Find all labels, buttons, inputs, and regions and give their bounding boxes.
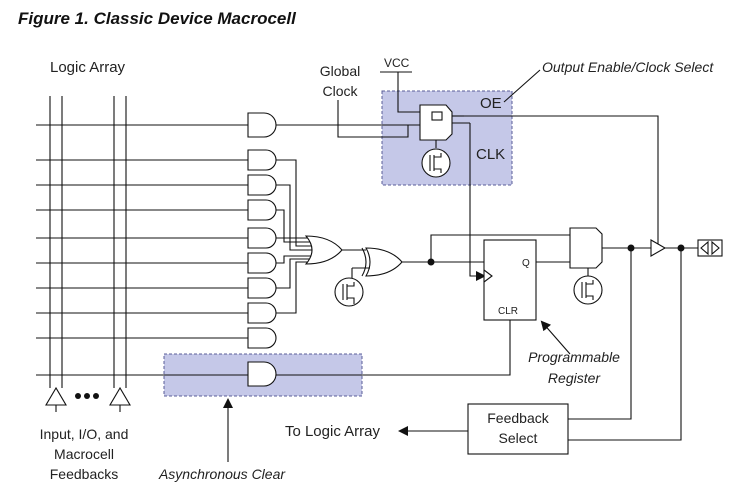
- feedback-select-line1: Feedback: [487, 410, 549, 426]
- register-clr-label: CLR: [498, 306, 518, 317]
- clock-mux: [419, 104, 453, 141]
- product-term-and-gates: [247, 149, 277, 349]
- input-buffer-right: [109, 386, 131, 412]
- output-mux-fuse-icon: [573, 275, 603, 305]
- to-logic-array-label: To Logic Array: [285, 423, 381, 440]
- feedback-select-line2: Select: [499, 430, 538, 446]
- clk-label: CLK: [476, 146, 505, 163]
- programmable-register-label-line2: Register: [548, 370, 601, 386]
- inputs-label-line3: Feedbacks: [50, 466, 118, 482]
- logic-array-label: Logic Array: [50, 59, 126, 76]
- register-q-label: Q: [522, 258, 530, 269]
- ellipsis-dots: [75, 393, 99, 399]
- input-buffer-left: [45, 386, 67, 412]
- output-enable-clock-select-label: Output Enable/Clock Select: [542, 59, 714, 75]
- vcc-label: VCC: [384, 56, 410, 70]
- xor-gate-back-curve: [361, 247, 367, 277]
- global-clock-label-line1: Global: [320, 63, 360, 79]
- output-mux: [569, 227, 603, 269]
- product-term-lines: [36, 124, 248, 376]
- figure-title: Figure 1. Classic Device Macrocell: [18, 9, 297, 28]
- async-clear-and-gate: [247, 361, 277, 387]
- asynchronous-clear-label: Asynchronous Clear: [158, 466, 286, 482]
- logic-array-columns: [49, 96, 127, 388]
- programmable-register-label-line1: Programmable: [528, 349, 620, 365]
- clock-mux-fuse-icon: [421, 140, 451, 178]
- inputs-label-line2: Macrocell: [54, 446, 114, 462]
- global-clock-label-line2: Clock: [322, 83, 358, 99]
- or-gate: [304, 235, 343, 265]
- oe-label: OE: [480, 95, 502, 112]
- io-pin-icon: [697, 239, 723, 257]
- xor-fuse-icon: [334, 277, 364, 307]
- oe-and-gate: [247, 112, 277, 138]
- xor-gate: [365, 247, 403, 277]
- programmable-register: [483, 239, 537, 321]
- feedback-select-box: [467, 403, 569, 455]
- inputs-label-line1: Input, I/O, and: [40, 426, 129, 442]
- and-to-or-wires: [276, 159, 312, 314]
